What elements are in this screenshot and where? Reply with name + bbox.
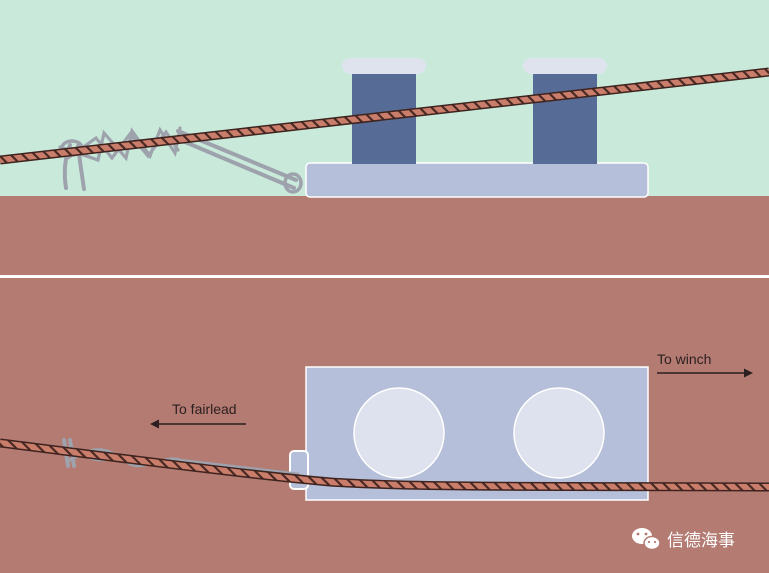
bitt-base-side bbox=[305, 162, 649, 198]
mooring-rope-plan-braid bbox=[0, 440, 769, 490]
stopper-shackle-eye bbox=[283, 172, 303, 194]
bitt-cap-left bbox=[342, 58, 426, 74]
to-fairlead-label: To fairlead bbox=[172, 401, 237, 417]
panel-divider bbox=[0, 275, 769, 278]
wechat-icon bbox=[632, 528, 661, 551]
side-view-panel bbox=[0, 0, 769, 275]
bitt-top-left bbox=[353, 387, 445, 479]
to-winch-arrow bbox=[657, 368, 753, 378]
mooring-rope-side-braid bbox=[0, 69, 769, 163]
to-fairlead-arrow bbox=[150, 419, 246, 429]
watermark: 信德海事 bbox=[632, 528, 735, 551]
bitts-side-view bbox=[305, 58, 649, 198]
deck-side-section bbox=[0, 196, 769, 275]
watermark-text: 信德海事 bbox=[667, 531, 735, 551]
bitt-cap-right bbox=[523, 58, 607, 74]
plan-view-panel: To winch To fairlead 信德海事 bbox=[0, 278, 769, 573]
bitt-post-right bbox=[533, 72, 597, 164]
stopper-tail-lower bbox=[176, 137, 296, 190]
bitts-plan-view bbox=[289, 366, 649, 501]
bitt-top-right bbox=[513, 387, 605, 479]
to-winch-label: To winch bbox=[657, 351, 711, 367]
